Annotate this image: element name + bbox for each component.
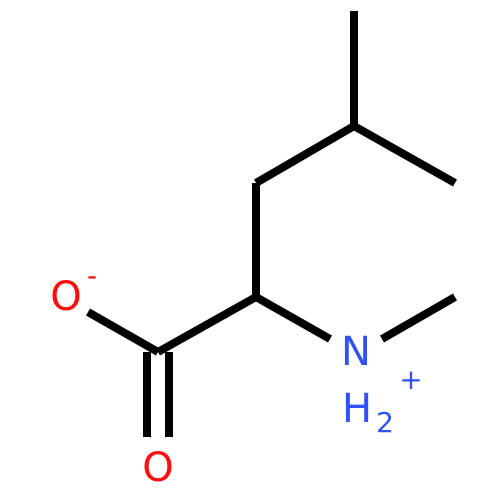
ammonium-nitrogen-atom: N H 2 + <box>341 329 423 439</box>
carboxylate-oxygen-atom: O - <box>50 259 97 320</box>
bond-carboxyl-oxygen <box>86 308 160 356</box>
ammonium-nitrogen-symbol: N <box>341 329 371 375</box>
ammonium-nitrogen-charge: + <box>399 363 422 396</box>
carboxylate-oxygen-charge: - <box>87 259 97 292</box>
carbonyl-oxygen-atom: O <box>142 445 173 491</box>
bond-group <box>86 11 457 437</box>
ammonium-hydrogen-count: 2 <box>376 406 394 439</box>
carboxylate-oxygen-symbol: O <box>50 274 81 320</box>
bond-alpha-carboxyl <box>156 293 258 356</box>
bond-methyl-right <box>352 122 457 187</box>
bond-alpha-nitrogen <box>254 293 332 343</box>
bond-nitrogen-methyl <box>380 293 457 343</box>
carbonyl-oxygen-symbol: O <box>142 445 173 491</box>
bond-isobutyl-branch <box>253 122 357 187</box>
ammonium-hydrogen-symbol: H <box>342 386 372 432</box>
